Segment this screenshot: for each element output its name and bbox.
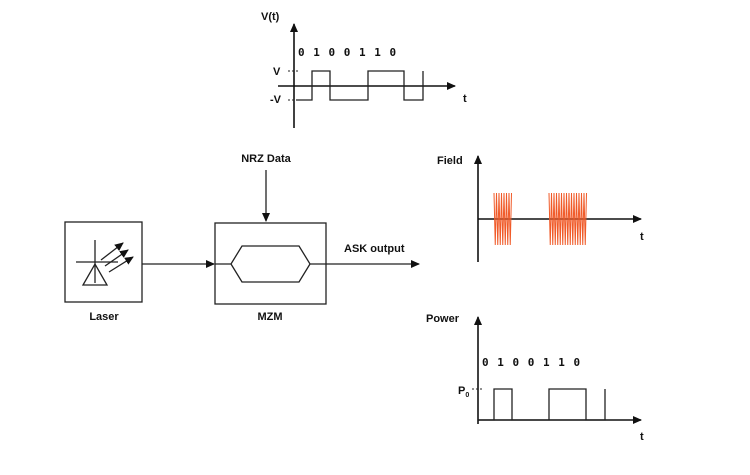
power-x-label: t bbox=[640, 431, 644, 443]
power-y-label: Power bbox=[426, 313, 460, 325]
voltage-nrz-waveform bbox=[296, 70, 424, 101]
field-y-label: Field bbox=[437, 155, 463, 167]
nrz-data-label: NRZ Data bbox=[241, 153, 291, 165]
power-bit-sequence: 0 1 0 0 1 1 0 bbox=[482, 356, 581, 369]
voltage-plot: V(t) t 0 1 0 0 1 1 0 V -V bbox=[261, 11, 467, 128]
voltage-level-low: -V bbox=[270, 94, 282, 106]
mzm-interferometer bbox=[215, 245, 326, 283]
field-x-label: t bbox=[640, 231, 644, 243]
laser-icon bbox=[76, 240, 134, 286]
voltage-bit-sequence: 0 1 0 0 1 1 0 bbox=[298, 46, 397, 59]
voltage-x-label: t bbox=[463, 93, 467, 105]
laser-block: Laser bbox=[64, 221, 143, 323]
mzm-block: MZM bbox=[214, 222, 327, 323]
field-burst-2 bbox=[548, 192, 587, 246]
field-burst-1 bbox=[493, 192, 512, 246]
power-waveform bbox=[478, 388, 606, 421]
power-plot: Power t 0 1 0 0 1 1 0 P0 bbox=[426, 313, 644, 443]
mzm-label: MZM bbox=[257, 311, 282, 323]
laser-box bbox=[64, 221, 143, 303]
voltage-y-label: V(t) bbox=[261, 11, 280, 23]
laser-label: Laser bbox=[89, 311, 119, 323]
field-plot: Field t bbox=[437, 155, 644, 262]
power-level-label: P0 bbox=[458, 385, 469, 399]
field-carrier-bursts bbox=[493, 192, 587, 246]
voltage-level-high: V bbox=[273, 66, 281, 78]
ask-output-label: ASK output bbox=[344, 243, 405, 255]
